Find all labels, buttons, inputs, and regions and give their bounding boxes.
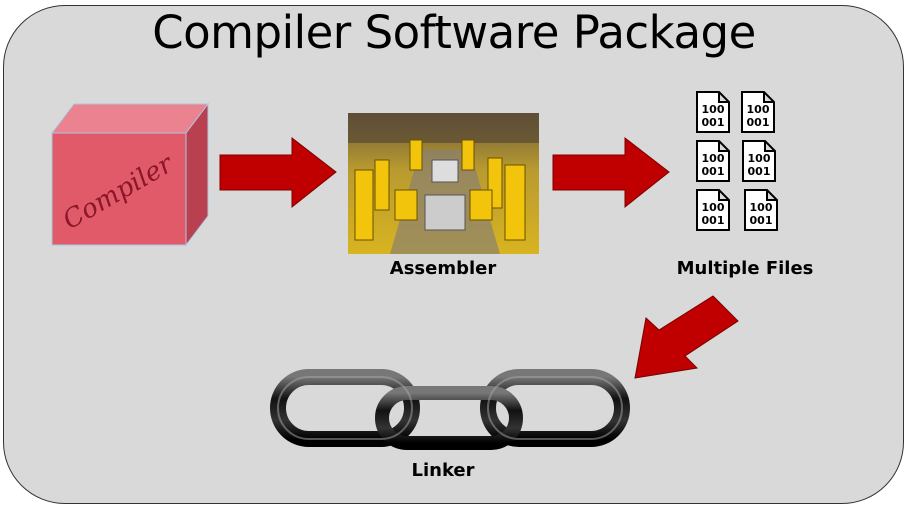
binary-text: 001 [750, 214, 773, 227]
binary-text: 100 [748, 152, 771, 165]
binary-text: 100 [702, 152, 725, 165]
binary-text: 001 [702, 214, 725, 227]
binary-text: 001 [747, 116, 770, 129]
binary-text: 001 [702, 165, 725, 178]
page-title: Compiler Software Package [152, 6, 756, 59]
linker-label: Linker [411, 460, 475, 481]
chain-link-icon [270, 369, 630, 450]
arrow-right-icon [552, 136, 670, 209]
arrow-down-left-icon [634, 295, 739, 379]
multiple-files-label: Multiple Files [676, 258, 814, 279]
binary-text: 100 [702, 201, 725, 214]
assembly-line-image [348, 113, 539, 254]
compiler-box-icon: Compiler [50, 102, 210, 247]
binary-text: 100 [747, 103, 770, 116]
binary-text: 100 [750, 201, 773, 214]
diagram-panel [3, 5, 904, 504]
binary-text: 100 [702, 103, 725, 116]
binary-text: 001 [702, 116, 725, 129]
binary-text: 001 [748, 165, 771, 178]
arrow-right-icon [219, 136, 337, 209]
assembler-label: Assembler [389, 258, 497, 279]
